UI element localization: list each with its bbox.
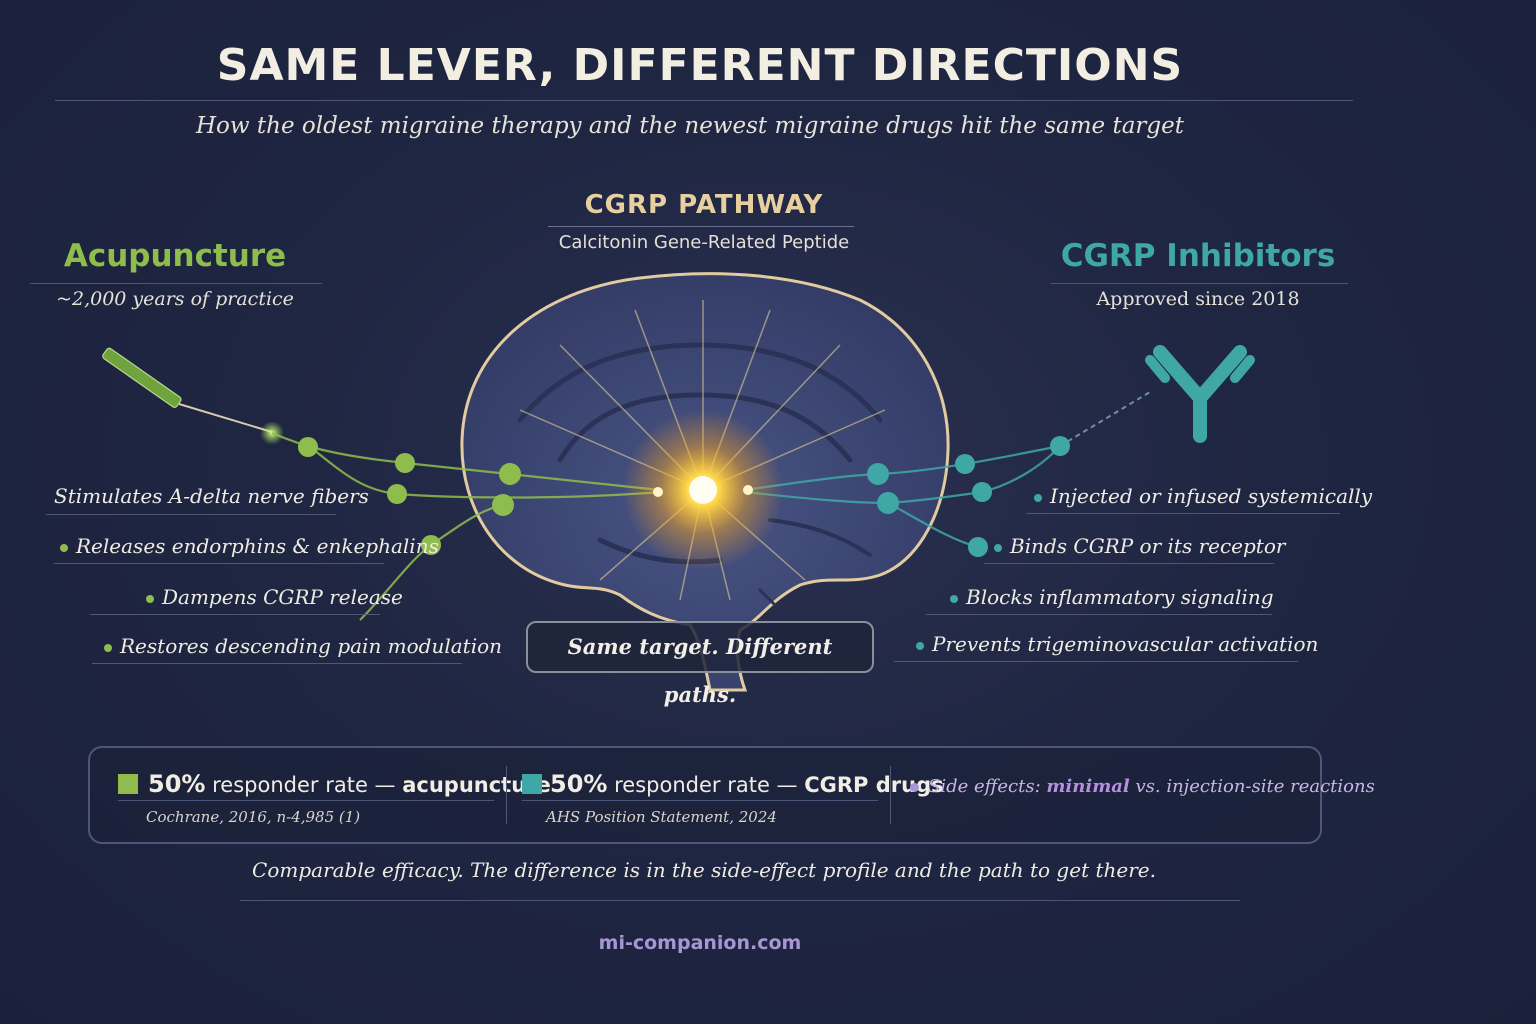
bullet-dot-icon xyxy=(1034,493,1042,502)
inhibitors-subheading: Approved since 2018 xyxy=(1096,288,1300,310)
same-target-callout: Same target. Different paths. xyxy=(526,621,874,707)
page-subtitle: How the oldest migraine therapy and the … xyxy=(195,113,1184,139)
acupuncture-bullet: Dampens CGRP release xyxy=(146,585,403,609)
drugs-legend-square xyxy=(522,774,542,794)
acupuncture-source: Cochrane, 2016, n-4,985 (1) xyxy=(146,808,361,826)
cgrp-core xyxy=(689,476,717,504)
inhibitors-heading: CGRP Inhibitors xyxy=(1060,238,1336,274)
inhibitors-bullet: Injected or infused systemically xyxy=(1034,484,1372,508)
inhibitors-divider xyxy=(1050,283,1348,284)
drugs-source: AHS Position Statement, 2024 xyxy=(546,808,777,826)
acupuncture-bullet: Stimulates A-delta nerve fibers xyxy=(54,484,369,508)
bullet-dot-icon xyxy=(60,543,68,552)
footer-url: mi-companion.com xyxy=(598,932,802,954)
bullet-dot-icon xyxy=(146,594,154,603)
bullet-dot-icon xyxy=(994,543,1002,552)
title-divider xyxy=(55,100,1353,101)
acupuncture-heading: Acupuncture xyxy=(63,238,287,274)
inhibitors-bullet: Blocks inflammatory signaling xyxy=(950,585,1274,609)
conclusion-divider xyxy=(240,900,1240,901)
bullet-dot-icon xyxy=(950,594,958,603)
inhibitors-bullet: Prevents trigeminovascular activation xyxy=(916,632,1318,656)
antibody-icon xyxy=(1145,345,1255,443)
acupuncture-bullet: Restores descending pain modulation xyxy=(104,634,502,658)
inhibitors-bullet: Binds CGRP or its receptor xyxy=(994,534,1285,558)
conclusion-text: Comparable efficacy. The difference is i… xyxy=(252,858,1156,882)
antibody-dash xyxy=(1059,391,1151,447)
page-title: SAME LEVER, DIFFERENT DIRECTIONS xyxy=(216,40,1184,91)
stats-panel: 50% responder rate — acupuncture Cochran… xyxy=(88,746,1375,844)
acupuncture-needle-icon xyxy=(102,347,284,445)
acupuncture-subheading: ~2,000 years of practice xyxy=(56,288,294,310)
bullet-dot-icon xyxy=(916,641,924,650)
drugs-stat: 50% responder rate — CGRP drugs xyxy=(550,770,944,798)
side-effects-note: Side effects: minimal vs. injection-site… xyxy=(910,776,1375,797)
acupuncture-bullet: Releases endorphins & enkephalins xyxy=(60,534,439,558)
pathway-heading: CGRP PATHWAY xyxy=(584,190,824,220)
acupuncture-nodes xyxy=(298,437,521,555)
inhibitor-nodes xyxy=(867,436,1070,557)
pathway-subheading: Calcitonin Gene-Related Peptide xyxy=(558,232,850,253)
acupuncture-stat: 50% responder rate — acupuncture xyxy=(148,770,551,798)
acupuncture-legend-square xyxy=(118,774,138,794)
bullet-dot-icon xyxy=(104,643,112,652)
acupuncture-divider xyxy=(30,283,322,284)
pathway-heading-divider xyxy=(548,226,854,227)
bullet-dot-icon xyxy=(910,782,919,792)
